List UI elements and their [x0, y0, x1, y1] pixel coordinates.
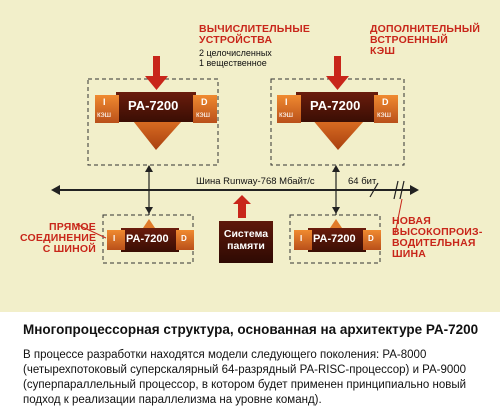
new-bus-line-4: ШИНА: [392, 248, 427, 260]
bus-link-arrow-1b: [145, 207, 153, 214]
cache-i-letter-3: I: [113, 234, 116, 243]
direct-pointer-line: [75, 223, 107, 239]
cpu-label-1: PA-7200: [128, 98, 179, 113]
direct-line-2: СОЕДИНЕНИЕ: [20, 232, 97, 244]
compute-units-line-2: УСТРОЙСТВА: [199, 34, 273, 46]
cache-d-letter-3: D: [181, 234, 187, 243]
bus-link-arrow-2a: [332, 165, 340, 172]
bus-link-arrow-1a: [145, 165, 153, 172]
cache-i-tab-2: [277, 95, 301, 123]
cache-i-letter-4: I: [300, 234, 303, 243]
cpu-label-3: PA-7200: [126, 233, 169, 245]
extra-cache-label: ДОПОЛНИТЕЛЬНЫЙ ВСТРОЕННЫЙ КЭШ: [370, 24, 480, 57]
cache-i-letter-2: I: [285, 97, 288, 107]
cache-i-tab-3: [107, 230, 125, 250]
compute-units-line-1: ВЫЧИСЛИТЕЛЬНЫЕ: [199, 23, 311, 35]
bus-arrow-left: [51, 185, 60, 195]
compute-units-label: ВЫЧИСЛИТЕЛЬНЫЕ УСТРОЙСТВА: [199, 24, 310, 46]
extra-cache-line-3: КЭШ: [370, 45, 396, 57]
cpu-chip-4: [308, 228, 366, 252]
cpu-chip-3: [121, 228, 179, 252]
bus-break-2: [399, 180, 405, 200]
new-bus-line-1: НОВАЯ: [392, 215, 431, 227]
extra-cache-line-2: ВСТРОЕННЫЙ: [370, 34, 448, 46]
newbus-pointer-line: [394, 198, 403, 235]
cpu-arrow-up-3: [143, 219, 155, 228]
cache-d-tab-4: [363, 230, 381, 250]
memory-label-line-2: памяти: [227, 240, 265, 252]
direct-connection-label: ПРЯМОЕ СОЕДИНЕНИЕ С ШИНОЙ: [20, 222, 96, 255]
bus-link-arrow-2b: [332, 207, 340, 214]
cache-i-word-1: кэш: [97, 110, 112, 119]
bus-width-tick: [369, 182, 379, 198]
caption-body: В процессе разработки находятся модели с…: [23, 349, 467, 406]
compute-units-sub-2: 1 вещественное: [199, 58, 267, 68]
red-arrow-right: [326, 56, 349, 90]
cpu-chip-2: [296, 92, 378, 122]
bus-arrow-right: [410, 185, 419, 195]
caption-title: Многопроцессорная структура, основанная …: [23, 322, 479, 337]
bus-break-1: [393, 180, 399, 200]
cache-d-letter-4: D: [368, 234, 374, 243]
cache-i-word-2: кэш: [279, 110, 294, 119]
extra-cache-line-1: ДОПОЛНИТЕЛЬНЫЙ: [370, 23, 481, 35]
cpu-arrow-up-4: [330, 219, 342, 228]
new-bus-line-2: ВЫСОКОПРОИЗ-: [392, 226, 483, 238]
direct-line-1: ПРЯМОЕ: [49, 221, 96, 233]
cpu-chip-1: [116, 92, 196, 122]
memory-label-line-1: Система: [223, 228, 269, 240]
cache-d-letter-2: D: [382, 97, 389, 107]
new-bus-label: НОВАЯ ВЫСОКОПРОИЗ- ВОДИТЕЛЬНАЯ ШИНА: [392, 216, 483, 260]
compute-units-sub: 2 целочисленных 1 вещественное: [199, 48, 272, 68]
cache-d-tab-1: [193, 95, 217, 123]
cache-d-word-2: кэш: [377, 110, 392, 119]
memory-arrow: [233, 195, 251, 218]
architecture-diagram: [51, 56, 419, 264]
cache-d-letter-1: D: [201, 97, 208, 107]
compute-units-sub-1: 2 целочисленных: [199, 48, 272, 58]
cpu-label-2: PA-7200: [310, 98, 361, 113]
bus-label: Шина Runway-768 Мбайт/с: [196, 176, 315, 187]
red-arrow-left: [145, 56, 168, 90]
cache-i-letter-1: I: [103, 97, 106, 107]
direct-line-3: С ШИНОЙ: [42, 243, 96, 255]
cache-d-word-1: кэш: [196, 110, 211, 119]
cache-i-tab-1: [95, 95, 119, 123]
cache-d-tab-2: [374, 95, 398, 123]
bus-width-label: 64 бит: [348, 176, 377, 187]
memory-label: Система памяти: [219, 228, 273, 252]
cpu-label-4: PA-7200: [313, 233, 356, 245]
new-bus-line-3: ВОДИТЕЛЬНАЯ: [392, 237, 476, 249]
memory-block: [219, 221, 273, 263]
cache-i-tab-4: [294, 230, 312, 250]
cache-d-tab-3: [176, 230, 194, 250]
diagram-panel: ВЫЧИСЛИТЕЛЬНЫЕ УСТРОЙСТВА 2 целочисленны…: [0, 0, 500, 312]
